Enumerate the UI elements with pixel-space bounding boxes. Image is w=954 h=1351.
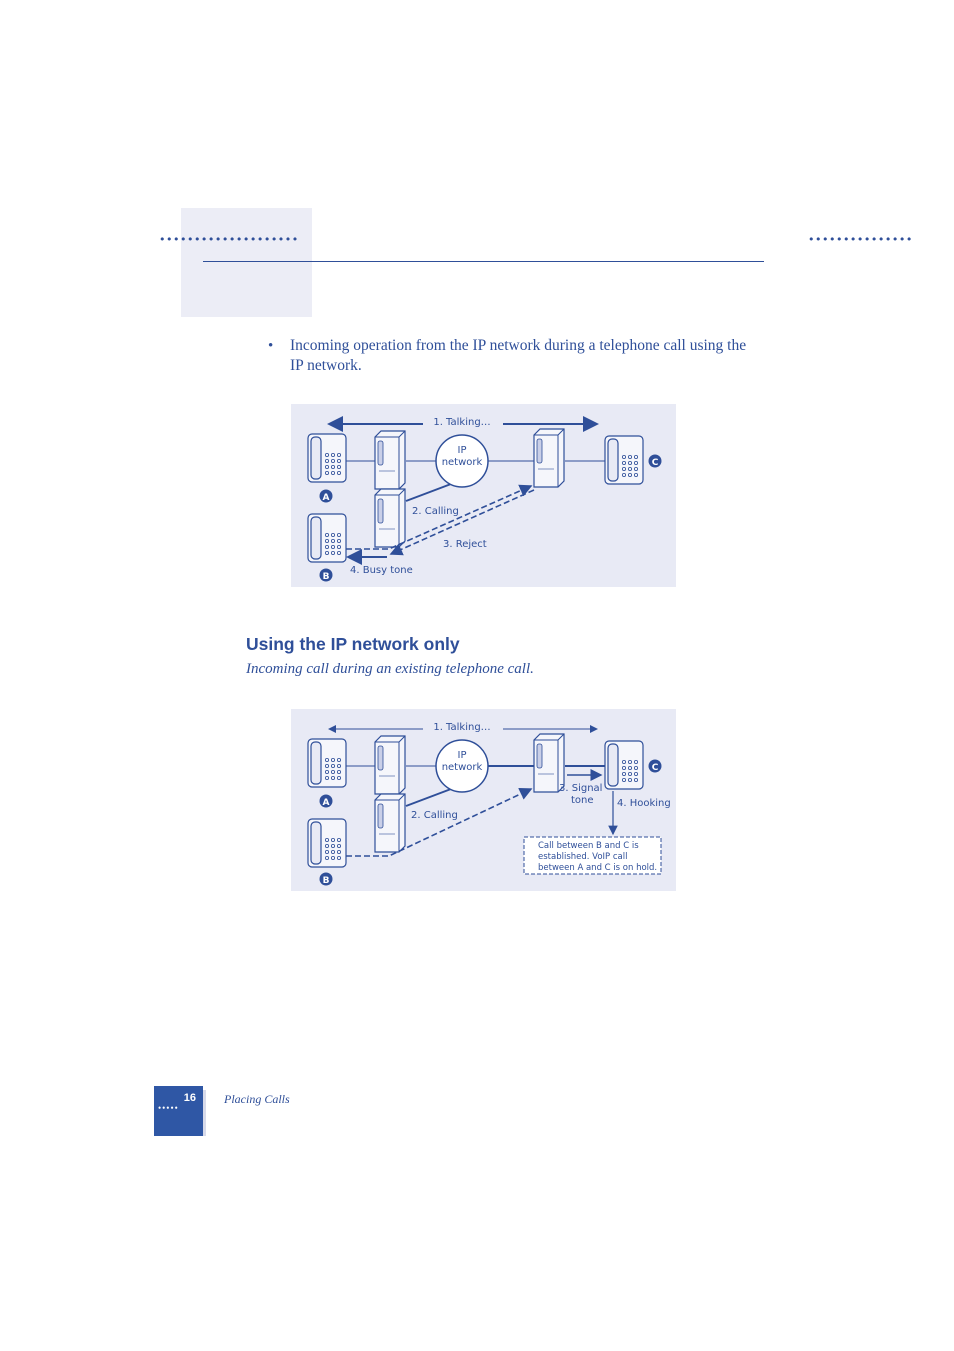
- d1-cloud-line1: IP: [458, 445, 467, 456]
- d2-note-line2: established. VoIP call: [538, 852, 627, 862]
- page-number-box: [154, 1086, 203, 1136]
- section-subheading: Incoming call during an existing telepho…: [246, 661, 534, 677]
- d2-phone-c-icon: [604, 740, 644, 790]
- gateway-c-icon: [533, 428, 565, 488]
- d2-calling-label: 2. Calling: [411, 810, 458, 821]
- d2-signal-line2: tone: [571, 795, 594, 806]
- page-number-shadow: [203, 1090, 206, 1136]
- page-number: 16: [183, 1092, 196, 1104]
- d2-note-box: [523, 836, 662, 875]
- diagram-busy-tone-svg: 1. Talking… IP network 2. Calling 3. Rej…: [307, 416, 662, 582]
- d2-badge-b: B: [323, 876, 330, 886]
- phone-c-icon: [604, 435, 644, 485]
- d2-badge-a: A: [323, 798, 330, 808]
- d1-cloud-line2: network: [442, 457, 483, 468]
- d2-talking-label: 1. Talking…: [433, 722, 490, 733]
- d2-badge-c: C: [652, 763, 659, 773]
- d2-hooking-label: 4. Hooking: [617, 798, 671, 809]
- d1-badge-b: B: [323, 572, 330, 582]
- d1-calling-label: 2. Calling: [412, 506, 459, 517]
- d2-gateway-a-icon: [374, 735, 406, 795]
- ip-network-cloud-icon: [435, 434, 489, 488]
- gateway-b-icon: [374, 488, 406, 548]
- header-shade-box: [181, 208, 312, 317]
- bullet-text: Incoming operation from the IP network d…: [290, 337, 747, 374]
- d1-badge-c: C: [652, 458, 659, 468]
- diagram-hooking-svg: 1. Talking… IP network 2. Calling 3. Sig…: [307, 722, 671, 886]
- d2-signal-line1: 3. Signal: [559, 783, 602, 794]
- d1-talking-label: 1. Talking…: [433, 417, 490, 428]
- header-dots-left: ••••••••••••••••••••: [159, 233, 299, 246]
- d2-phone-a-icon: [307, 738, 347, 788]
- d2-ip-network-cloud-icon: [435, 739, 489, 793]
- d2-note-line1: Call between B and C is: [538, 841, 639, 851]
- diagram-hooking: 1. Talking… IP network 2. Calling 3. Sig…: [291, 709, 676, 891]
- phone-b-icon: [307, 513, 347, 563]
- page-number-dots: •••••: [158, 1103, 179, 1113]
- diagram-busy-tone: 1. Talking… IP network 2. Calling 3. Rej…: [291, 404, 676, 587]
- gateway-a-icon: [374, 430, 406, 490]
- d2-phone-b-icon: [307, 818, 347, 868]
- section-heading: Using the IP network only: [246, 634, 460, 654]
- header-rule: [203, 261, 764, 262]
- footer-section-title: Placing Calls: [224, 1092, 290, 1106]
- phone-a-icon: [307, 433, 347, 483]
- header-dots-right: •••••••••••••••: [808, 233, 913, 246]
- d2-gateway-b-icon: [374, 793, 406, 853]
- d1-busy-label: 4. Busy tone: [350, 565, 413, 576]
- d2-cloud-line2: network: [442, 762, 483, 773]
- d2-note-line3: between A and C is on hold.: [538, 863, 657, 873]
- d1-reject-label: 3. Reject: [443, 539, 487, 550]
- d1-badge-a: A: [323, 493, 330, 503]
- bullet-marker: •: [268, 338, 274, 354]
- d2-cloud-line1: IP: [458, 750, 467, 761]
